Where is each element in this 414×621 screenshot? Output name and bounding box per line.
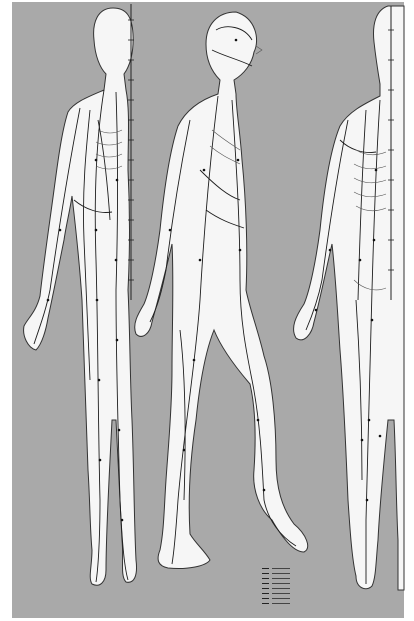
side-figure xyxy=(135,12,308,569)
back-figure xyxy=(294,6,404,590)
side-figure-body xyxy=(135,12,308,569)
front-figure xyxy=(24,4,137,585)
back-figure-body xyxy=(294,6,404,590)
legend-key xyxy=(262,566,322,610)
legend-row xyxy=(262,601,322,606)
